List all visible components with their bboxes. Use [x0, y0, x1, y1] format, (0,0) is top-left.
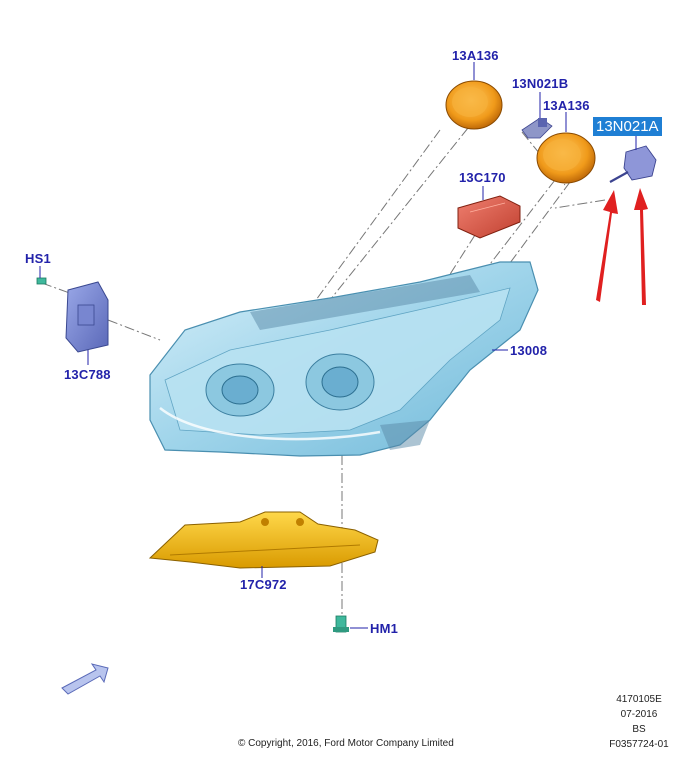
copyright-notice: © Copyright, 2016, Ford Motor Company Li… — [238, 738, 454, 749]
ref-line-date: 07-2016 — [620, 709, 658, 720]
label-screw-hs: HS1 — [25, 251, 51, 266]
label-cover-lower: 13A136 — [543, 98, 590, 113]
headlamp-assembly — [149, 261, 539, 457]
red-pointer-arrows — [596, 188, 648, 305]
cover-upper — [445, 80, 503, 130]
screw-hm1 — [333, 615, 349, 633]
ballast-13c788 — [65, 281, 109, 353]
label-ticks — [39, 62, 637, 629]
label-module: 13C170 — [459, 170, 506, 185]
ref-line-figure: F0357724-01 — [609, 739, 669, 750]
label-lamp-assembly: 13008 — [510, 343, 548, 358]
bulb-13n021a — [609, 145, 657, 183]
label-bulb-a-highlighted: 13N021A — [593, 117, 662, 136]
bracket-17c972 — [148, 511, 379, 569]
ref-line-tag: BS — [632, 724, 646, 735]
cover-lower — [536, 132, 596, 184]
label-ballast: 13C788 — [64, 367, 111, 382]
label-bulb-b: 13N021B — [512, 76, 569, 91]
direction-arrow-icon — [61, 663, 109, 695]
bulb-13n021b — [521, 117, 553, 139]
label-cover-upper: 13A136 — [452, 48, 499, 63]
label-bracket: 17C972 — [240, 577, 287, 592]
label-screw-hm: HM1 — [370, 621, 399, 636]
ref-line-code: 4170105E — [616, 694, 662, 705]
module-13c170 — [457, 195, 521, 239]
screw-hs1 — [36, 277, 47, 285]
reference-block: 4170105E 07-2016 BS F0357724-01 — [599, 692, 679, 752]
